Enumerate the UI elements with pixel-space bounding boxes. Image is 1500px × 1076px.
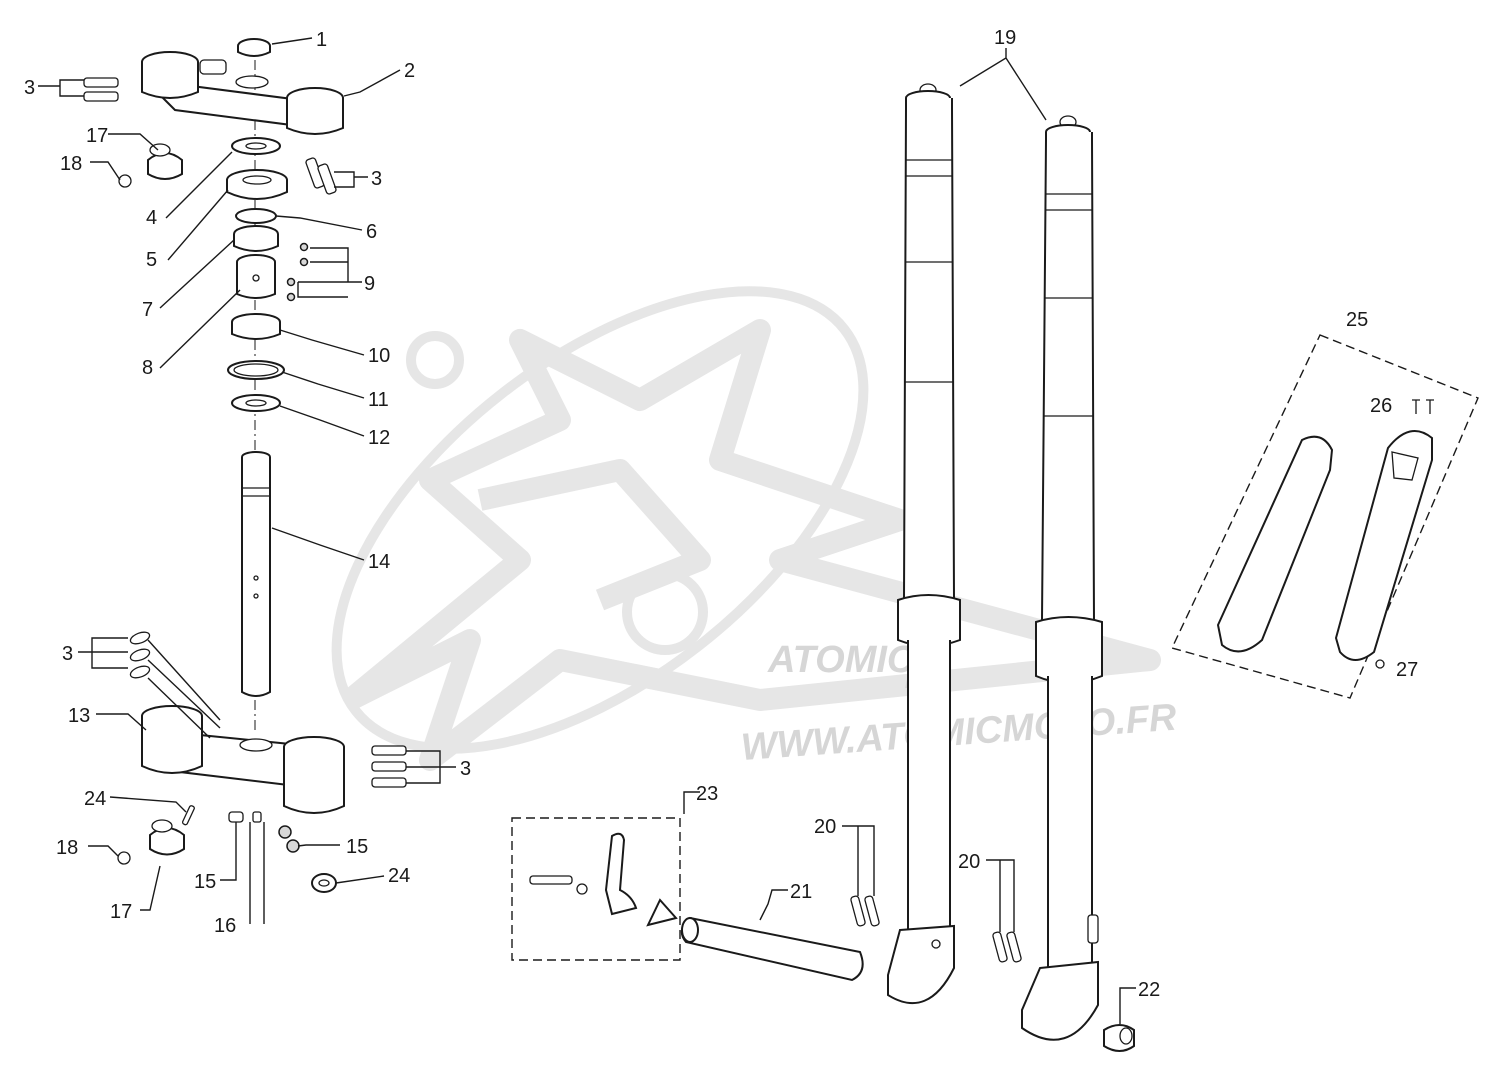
- callout-15-left: 15: [194, 871, 216, 893]
- fork-guard-kit: [1171, 334, 1479, 699]
- callout-15-right: 15: [346, 836, 368, 858]
- callout-9: 9: [364, 273, 375, 295]
- lower-washer: [231, 394, 281, 412]
- adjuster-sleeve: [236, 254, 276, 299]
- spacer-ring: [227, 360, 285, 380]
- screw-lower: [117, 851, 131, 865]
- callout-5: 5: [146, 249, 157, 271]
- callout-27: 27: [1396, 659, 1418, 681]
- watermark-brand: ATOMIC: [767, 639, 915, 681]
- callout-10: 10: [368, 345, 390, 367]
- watermark-logo: ATOMIC moto WWW.ATOMICMOTO.FR: [331, 286, 1179, 771]
- axle-clamp-bolts-left: [850, 895, 880, 927]
- steering-stem: [241, 451, 271, 697]
- upper-triple-clamp: [141, 51, 344, 135]
- steering-nut: [237, 38, 271, 57]
- screw-upper: [118, 174, 132, 188]
- callout-1: 1: [316, 29, 327, 51]
- washer-24: [311, 873, 337, 893]
- callout-8: 8: [142, 357, 153, 379]
- callout-18-lower: 18: [56, 837, 78, 859]
- callout-7: 7: [142, 299, 153, 321]
- pin: [181, 805, 195, 826]
- callout-20-right: 20: [958, 851, 980, 873]
- callout-3-upper-left: 3: [24, 77, 35, 99]
- callout-3-lower-left: 3: [62, 643, 73, 665]
- callout-26: 26: [1370, 395, 1392, 417]
- axle-tool-kit: [511, 817, 681, 961]
- callout-23: 23: [696, 783, 718, 805]
- callout-24-upper: 24: [84, 788, 106, 810]
- callout-16: 16: [214, 915, 236, 937]
- callout-20-left: 20: [814, 816, 836, 838]
- bearing-race: [233, 225, 279, 252]
- fork-leg-right: [1021, 115, 1103, 1041]
- callout-22: 22: [1138, 979, 1160, 1001]
- clamp-bolts-lower-right: [371, 745, 407, 788]
- leader-lines: [38, 37, 1136, 1024]
- handlebar-mount-lower: [149, 819, 185, 856]
- seal-ring: [235, 208, 277, 224]
- callout-18-upper: 18: [60, 153, 82, 175]
- fork-leg-left: [887, 83, 961, 1005]
- small-fittings: [228, 811, 300, 853]
- callout-14: 14: [368, 551, 390, 573]
- callout-3-lower-right: 3: [460, 758, 471, 780]
- lower-bearing: [231, 313, 281, 340]
- callout-17-upper: 17: [86, 125, 108, 147]
- callout-13: 13: [68, 705, 90, 727]
- watermark-url: WWW.ATOMICMOTO.FR: [740, 697, 1179, 769]
- lower-triple-clamp: [141, 705, 345, 814]
- callout-numbers: 1 2 3 3 3 3 4 5 6 7 8 9 10 11 12 13 14 1…: [24, 27, 1418, 1001]
- upper-bearing: [226, 169, 288, 200]
- callout-24-lower: 24: [388, 865, 410, 887]
- small-screws: [286, 242, 309, 302]
- axle-nut: [1103, 1024, 1135, 1052]
- callout-17-lower: 17: [110, 901, 132, 923]
- front-axle: [680, 916, 864, 982]
- callout-3-upper-right: 3: [371, 168, 382, 190]
- callout-2: 2: [404, 60, 415, 82]
- clamp-bolts-upper-left: [83, 77, 119, 102]
- callout-21: 21: [790, 881, 812, 903]
- callout-19: 19: [994, 27, 1016, 49]
- dust-seal: [231, 137, 281, 155]
- callout-12: 12: [368, 427, 390, 449]
- axle-clamp-bolts-right: [992, 931, 1022, 963]
- handlebar-mount-upper: [147, 143, 183, 180]
- clip-rings: [129, 631, 151, 679]
- clamp-bolts-upper-right: [305, 157, 337, 195]
- callout-11: 11: [368, 389, 389, 411]
- callout-4: 4: [146, 207, 157, 229]
- callout-6: 6: [366, 221, 377, 243]
- callout-25: 25: [1346, 309, 1368, 331]
